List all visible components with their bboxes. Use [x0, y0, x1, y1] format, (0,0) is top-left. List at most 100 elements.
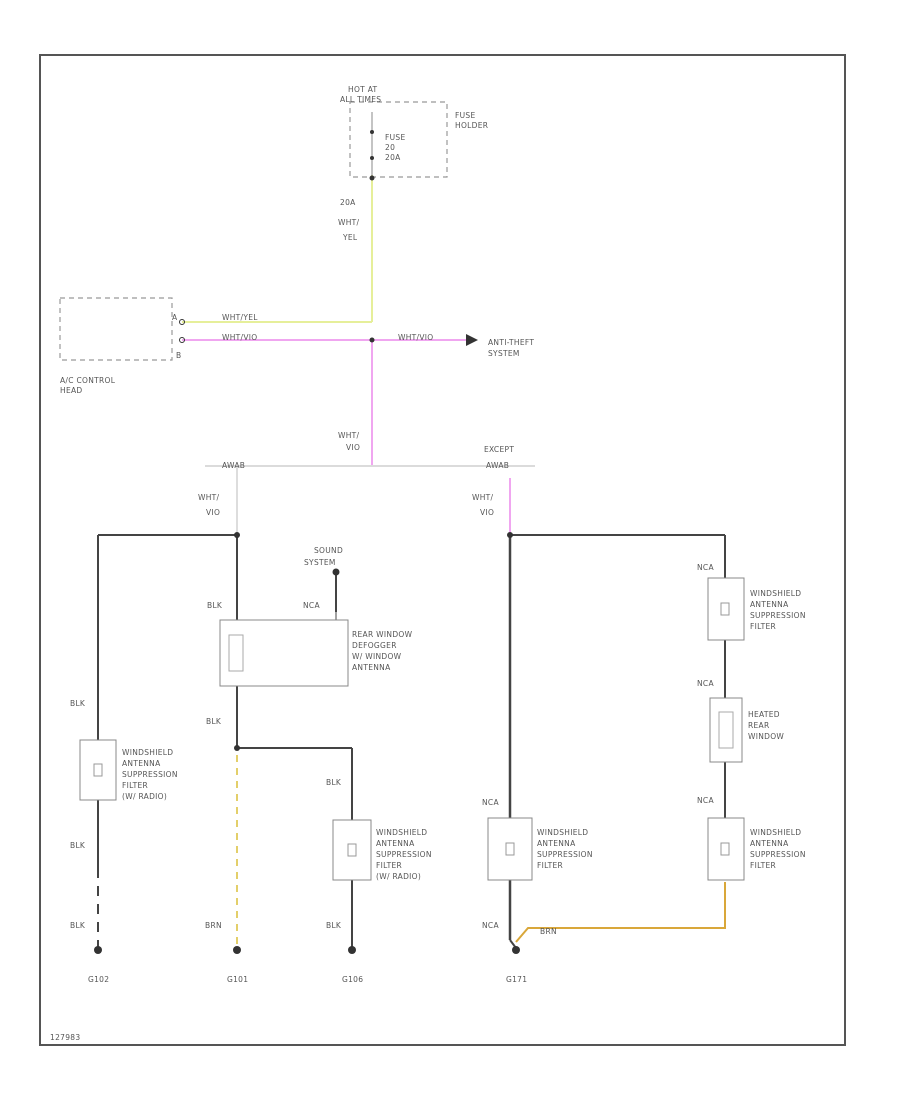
label-sound-2: SYSTEM: [304, 558, 336, 567]
filter-center-symbol: [347, 843, 357, 857]
label-nca-c2-low: NCA: [482, 921, 499, 930]
label-ground-g101: G101: [227, 975, 248, 984]
label-fuse-3: 20A: [385, 153, 401, 162]
label-ws-r2-4: FILTER: [750, 861, 776, 870]
label-ws-c1-4: FILTER: [376, 861, 402, 870]
label-antitheft-1: ANTI-THEFT: [488, 338, 534, 347]
label-ws-c2-2: ANTENNA: [537, 839, 576, 848]
label-brn-c2: BRN: [540, 927, 557, 936]
label-ws-r1-2: ANTENNA: [750, 600, 789, 609]
label-ws-r1-1: WINDSHIELD: [750, 589, 801, 598]
ground-g171-icon: [512, 946, 520, 954]
label-blk-left-upper: BLK: [70, 699, 86, 708]
label-wvl-2: VIO: [206, 508, 220, 517]
label-footer: 127983: [50, 1033, 80, 1042]
junction-right-top: [507, 532, 513, 538]
label-rear-4: ANTENNA: [352, 663, 391, 672]
filter-left-symbol: [93, 763, 103, 777]
label-ws-left-1: WINDSHIELD: [122, 748, 173, 757]
label-wvr-2: VIO: [480, 508, 494, 517]
ground-g102-icon: [94, 946, 102, 954]
label-ws-r1-3: SUPPRESSION: [750, 611, 806, 620]
label-ac-head-2: HEAD: [60, 386, 82, 395]
ground-g106-icon: [348, 946, 356, 954]
label-ws-r2-2: ANTENNA: [750, 839, 789, 848]
label-all-times: ALL TIMES: [340, 95, 381, 104]
fuse-terminal-bottom: [370, 156, 374, 160]
filter-right-bottom-symbol: [720, 842, 730, 856]
windshield-filter-right-top-box: [707, 577, 745, 641]
label-ws-left-5: (W/ RADIO): [122, 792, 167, 801]
label-branch-left: AWAB: [222, 461, 245, 470]
label-ground-g102: G102: [88, 975, 109, 984]
label-ws-c1-5: (W/ RADIO): [376, 872, 421, 881]
label-fuse-1: FUSE: [385, 133, 406, 142]
label-ws-c1-1: WINDSHIELD: [376, 828, 427, 837]
label-ground-g106: G106: [342, 975, 363, 984]
diagram-border: [39, 54, 846, 1046]
label-nca-r1: NCA: [697, 563, 714, 572]
label-pin-a: A: [172, 313, 178, 322]
label-ws-left-2: ANTENNA: [122, 759, 161, 768]
defogger-element: [228, 634, 244, 672]
heated-rear-window-box: [709, 697, 743, 763]
label-branch-right: AWAB: [486, 461, 509, 470]
filter-right-top-symbol: [720, 602, 730, 616]
label-pin-b: B: [176, 351, 181, 360]
rear-window-defogger-box: [219, 619, 349, 687]
label-ws-left-4: FILTER: [122, 781, 148, 790]
label-nca-r2: NCA: [697, 679, 714, 688]
label-ws-c2-1: WINDSHIELD: [537, 828, 588, 837]
label-ws-c2-3: SUPPRESSION: [537, 850, 593, 859]
label-nca-r3: NCA: [697, 796, 714, 805]
ac-control-head-box: [59, 297, 173, 361]
ac-pin-a: [179, 319, 185, 325]
label-fuse-holder-2: HOLDER: [455, 121, 488, 130]
label-ws-r2-3: SUPPRESSION: [750, 850, 806, 859]
label-rear-1: REAR WINDOW: [352, 630, 413, 639]
label-wv1-2: VIO: [346, 443, 360, 452]
label-ws-left-3: SUPPRESSION: [122, 770, 178, 779]
label-wire-wht-vio-right: WHT/VIO: [398, 333, 434, 342]
junction-violet: [369, 337, 375, 343]
label-fuse-2: 20: [385, 143, 395, 152]
wire-brn-bottom-right: [515, 882, 726, 943]
label-branch-except: EXCEPT: [484, 445, 514, 454]
label-blk-left-low: BLK: [70, 921, 86, 930]
label-blk-left-mid: BLK: [70, 841, 86, 850]
label-ws-c1-3: SUPPRESSION: [376, 850, 432, 859]
label-heat-3: WINDOW: [748, 732, 784, 741]
label-nca-top: NCA: [303, 601, 320, 610]
label-brn-mid: BRN: [205, 921, 222, 930]
label-wvl-1: WHT/: [198, 493, 220, 502]
filter-center-right-symbol: [505, 842, 515, 856]
ground-g101-icon: [233, 946, 241, 954]
sound-system-connector: [332, 568, 340, 576]
anti-theft-arrow-icon: [466, 334, 478, 346]
label-wire-1c: YEL: [342, 233, 358, 242]
label-wire-wht-vio-left: WHT/VIO: [222, 333, 258, 342]
label-ws-c1-2: ANTENNA: [376, 839, 415, 848]
fuse-output-terminal: [369, 175, 375, 181]
label-heat-2: REAR: [748, 721, 770, 730]
label-hot-at: HOT AT: [348, 85, 378, 94]
fuse-holder-box: [349, 101, 448, 178]
windshield-filter-center-right-box: [487, 817, 533, 881]
label-nca-c2: NCA: [482, 798, 499, 807]
label-antitheft-2: SYSTEM: [488, 349, 520, 358]
junction-left-mid: [234, 745, 240, 751]
label-blk-c1-low: BLK: [326, 921, 342, 930]
junction-left-top: [234, 532, 240, 538]
label-wire-1a: 20A: [340, 198, 356, 207]
windshield-filter-center-box: [332, 819, 372, 881]
label-blk-top: BLK: [207, 601, 223, 610]
label-wv1-1: WHT/: [338, 431, 360, 440]
label-ws-c2-4: FILTER: [537, 861, 563, 870]
label-wire-1b: WHT/: [338, 218, 360, 227]
heated-rear-window-element: [718, 711, 734, 749]
windshield-filter-right-bottom-box: [707, 817, 745, 881]
label-rear-2: DEFOGGER: [352, 641, 397, 650]
ac-pin-b: [179, 337, 185, 343]
label-rear-3: W/ WINDOW: [352, 652, 402, 661]
